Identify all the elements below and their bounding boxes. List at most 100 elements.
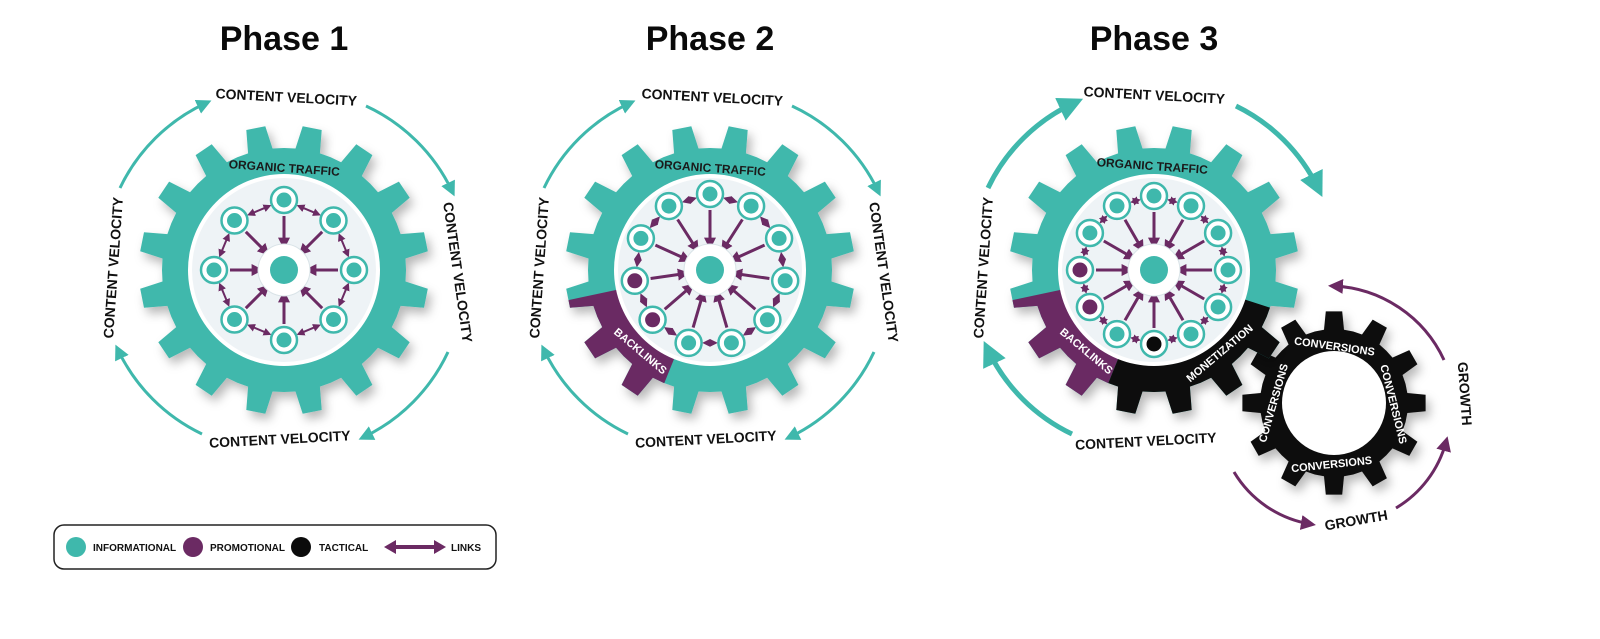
black-circle-icon [291,537,311,557]
hub-center [1140,256,1168,284]
phase-2: Phase 2 ORGANIC TRAFFIC BACKLINKS CONTEN… [526,20,902,451]
link-arrow [218,233,230,258]
link-arrow [728,243,766,262]
link-arrow [1167,196,1178,206]
content-node [1139,329,1169,359]
link-arrow [1103,280,1137,301]
hub-center [270,256,298,284]
velocity-arrow [542,99,636,189]
link-arrow [760,216,771,229]
growth-label-right: GROWTH [1455,361,1475,426]
phase-1: Phase 1 ORGANIC TRAFFIC CONTENT VELOCITY… [100,20,476,451]
content-node [1139,181,1169,211]
link-arrow [244,230,270,256]
content-node [319,206,348,235]
content-hub [199,185,369,355]
link-arrow [1130,334,1141,344]
legend-box [53,524,497,570]
link-arrow [1080,283,1090,294]
link-arrow [244,284,270,310]
link-arrow [730,268,770,281]
growth-label-bottom: GROWTH [1323,507,1389,534]
link-arrow [247,204,272,216]
purple-circle-icon [183,537,203,557]
link-arrow [633,251,642,268]
content-node [753,305,782,335]
content-node [638,305,667,335]
content-hub [1065,181,1243,359]
ring-label-top: CONTENT VELOCITY [641,85,784,108]
conversions-gear-hole [1282,351,1386,455]
link-arrow [218,282,230,307]
content-node [199,255,229,285]
link-arrow [1098,316,1108,326]
ring-label-right: CONTENT VELOCITY [440,201,476,344]
link-arrow [691,289,707,329]
content-node [1102,191,1132,221]
link-arrow [1167,334,1178,344]
link-arrow [725,283,757,311]
content-node [1065,255,1095,285]
link-arrow [1103,239,1137,260]
velocity-arrow [358,351,450,440]
link-arrow [742,327,757,336]
velocity-arrow [115,344,203,436]
content-node [1176,319,1206,349]
link-arrow [296,204,321,216]
link-arrow [721,218,744,253]
legend-label: TACTICAL [319,543,368,554]
growth-arrow [1328,278,1446,361]
link-arrow [1200,316,1210,326]
link-arrow [1130,196,1141,206]
content-node [1102,319,1132,349]
link-arrow [1171,239,1205,260]
content-node [717,328,746,358]
link-arrow [713,289,729,329]
link-arrow [1164,287,1185,321]
content-node [1203,292,1233,322]
hub-center [696,256,724,284]
content-node [674,328,703,358]
ring-label-top: CONTENT VELOCITY [1083,83,1226,106]
ring-label-top: CONTENT VELOCITY [215,85,358,108]
velocity-arrow [791,104,881,197]
link-arrow [663,283,695,311]
link-arrow [778,251,787,268]
velocity-arrow [118,99,212,189]
content-node [770,266,800,296]
link-arrow [1098,214,1108,224]
ring-label-right: CONTENT VELOCITY [866,201,902,344]
ring-label-left: CONTENT VELOCITY [100,196,126,339]
velocity-arrow [1234,103,1323,197]
link-arrow [1200,214,1210,224]
phase-title: Phase 3 [1090,20,1219,58]
phase-title: Phase 2 [646,20,775,58]
link-arrow [296,324,321,336]
content-node [269,325,299,355]
legend-label: PROMOTIONAL [210,543,285,554]
legend-label: LINKS [451,543,481,554]
content-node [654,191,684,221]
content-node [620,266,650,296]
content-node [220,206,249,235]
link-arrow [649,216,660,229]
double-arrow-icon [384,540,446,554]
content-node [1075,292,1105,322]
link-arrow [1123,287,1144,321]
ring-label-bottom: CONTENT VELOCITY [209,427,352,450]
ring-label-left: CONTENT VELOCITY [526,196,552,339]
velocity-arrow [985,97,1084,190]
velocity-arrow [983,340,1074,437]
velocity-arrow [784,351,876,440]
link-arrow [338,282,350,307]
ring-label-bottom: CONTENT VELOCITY [635,427,778,450]
link-arrow [723,196,738,204]
link-arrow [1123,219,1144,253]
growth-arrow [1395,436,1451,510]
link-arrow [654,243,692,262]
link-arrow [772,293,781,308]
link-arrow [1164,219,1185,253]
legend-label: INFORMATIONAL [93,543,176,554]
legend: INFORMATIONAL PROMOTIONAL TACTICAL LINKS [53,524,497,570]
